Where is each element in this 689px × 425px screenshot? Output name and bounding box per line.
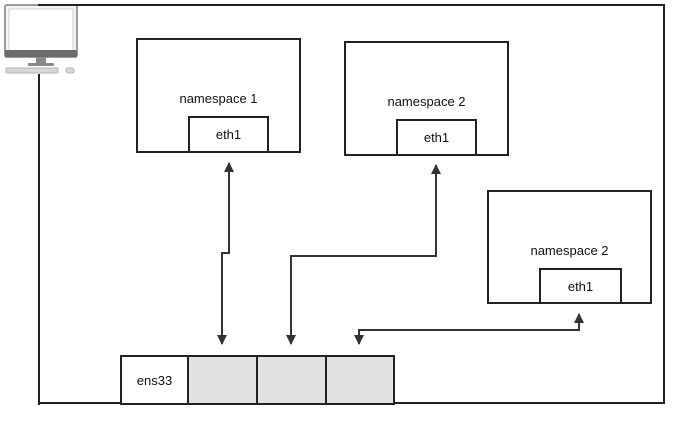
wire-namespace2-to-port2 [286, 164, 441, 345]
eth-interface: eth1 [396, 119, 477, 156]
wire-namespace1-to-port1 [217, 162, 234, 345]
namespace-box-3: namespace 2 eth1 [487, 190, 652, 304]
eth-interface: eth1 [539, 268, 622, 304]
eth-interface: eth1 [188, 116, 269, 153]
wire-namespace3-to-port3 [354, 313, 584, 345]
bridge-label-cell: ens33 [120, 355, 189, 405]
namespace-label: namespace 2 [387, 94, 466, 109]
bridge-port-1 [187, 355, 258, 405]
desktop-computer-icon [4, 4, 78, 74]
namespace-label: namespace 1 [179, 91, 258, 106]
namespace-box-1: namespace 1 eth1 [136, 38, 301, 153]
namespace-label: namespace 2 [530, 243, 609, 258]
host-boundary-left-edge [38, 74, 40, 405]
bridge-port-2 [256, 355, 327, 405]
namespace-box-2: namespace 2 eth1 [344, 41, 509, 156]
bridge-port-3 [325, 355, 395, 405]
